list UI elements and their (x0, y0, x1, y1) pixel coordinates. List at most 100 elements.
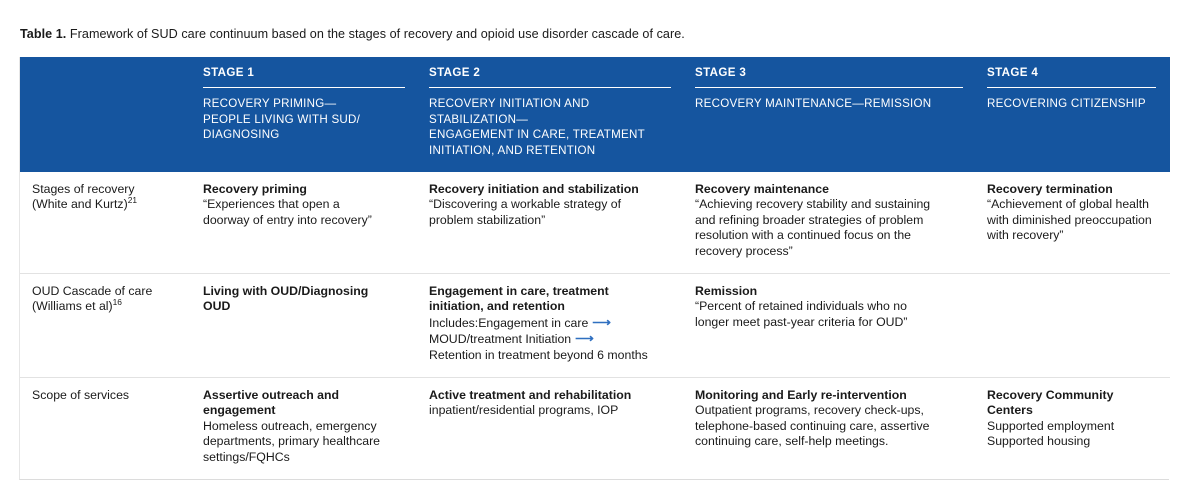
cell-r3-stage-3: Monitoring and Early re-intervention Out… (685, 377, 977, 480)
right-arrow-icon: ⟶ (592, 314, 611, 330)
cell-heading-line: Recovery Community (987, 388, 1114, 403)
framework-table: STAGE 1 RECOVERY PRIMING— PEOPLE LIVING … (20, 57, 1170, 480)
cell-body: Outpatient programs, recovery check-ups,… (695, 403, 961, 449)
stage-2-title-line: ENGAGEMENT IN CARE, TREATMENT (429, 128, 645, 141)
cell-body: “Discovering a workable strategy of prob… (429, 197, 669, 228)
cell-heading-line: Living with OUD/Diagnosing (203, 284, 369, 299)
cell-r3-stage-4: Recovery Community Centers Supported emp… (977, 377, 1170, 480)
cell-body: inpatient/residential programs, IOP (429, 403, 669, 418)
cell-body-line: doorway of entry into recovery” (203, 212, 372, 227)
cell-heading: Monitoring and Early re-intervention (695, 388, 907, 403)
stage-3-label: STAGE 3 (695, 66, 747, 79)
header-stage-2-inner: STAGE 2 RECOVERY INITIATION AND STABILIZ… (419, 57, 685, 172)
cell-heading-line: initiation, and retention (429, 299, 565, 314)
header-cell-stage-4: STAGE 4 RECOVERING CITIZENSHIP (977, 57, 1170, 172)
cell-body-line: “Discovering a workable strategy of (429, 197, 622, 212)
table-row: Scope of services Assertive outreach and… (20, 377, 1170, 480)
cell-body-line: and refining broader strategies of probl… (695, 212, 924, 227)
header-corner-cell (20, 57, 193, 172)
cell-heading: Recovery priming (203, 182, 307, 196)
cell-heading-line: engagement (203, 403, 276, 418)
cell-body-line: Includes:Engagement in care⟶ (429, 314, 669, 331)
header-stage-3-inner: STAGE 3 RECOVERY MAINTENANCE—REMISSION (685, 57, 977, 167)
row-label-line-2: (Williams et al)16 (32, 297, 177, 314)
cell-body-line-text: MOUD/treatment Initiation (429, 332, 572, 347)
row-label-line-1: Scope of services (32, 388, 130, 403)
stage-2-title-line: INITIATION, AND RETENTION (429, 143, 596, 157)
stage-1-title-line: DIAGNOSING (203, 128, 280, 141)
cell-heading-line: Engagement in care, treatment (429, 284, 609, 299)
cell-r1-stage-1: Recovery priming “Experiences that open … (193, 172, 419, 274)
row-label-reference: 16 (112, 297, 122, 308)
cell-heading: Engagement in care, treatment initiation… (429, 284, 669, 315)
stage-3-title: RECOVERY MAINTENANCE—REMISSION (695, 96, 963, 112)
table-caption: Table 1. Framework of SUD care continuum… (20, 26, 685, 42)
caption-text: Framework of SUD care continuum based on… (69, 27, 685, 41)
row-label-line-2-text: (White and Kurtz) (32, 197, 128, 212)
caption-label: Table 1. (20, 27, 67, 41)
stage-1-title-line: RECOVERY PRIMING— (203, 97, 337, 110)
cell-body-line: “Experiences that open a (203, 197, 340, 212)
cell-body: Homeless outreach, emergency departments… (203, 419, 403, 465)
cell-r2-stage-4 (977, 273, 1170, 378)
cell-r3-stage-2: Active treatment and rehabilitation inpa… (419, 377, 685, 480)
cell-body-line: departments, primary healthcare (203, 434, 381, 449)
cell-body-line: Retention in treatment beyond 6 months (429, 347, 648, 362)
cell-body: “Experiences that open a doorway of entr… (203, 197, 403, 228)
cell-r1-stage-4: Recovery termination “Achievement of glo… (977, 172, 1170, 274)
row-label-reference: 21 (127, 195, 138, 206)
stage-2-title-line: STABILIZATION— (429, 112, 529, 126)
header-cell-stage-3: STAGE 3 RECOVERY MAINTENANCE—REMISSION (685, 57, 977, 172)
row-label-oud-cascade-of-care: OUD Cascade of care (Williams et al)16 (20, 273, 193, 378)
cell-body-line: Supported housing (987, 434, 1091, 449)
cell-heading: Recovery initiation and stabilization (429, 182, 639, 196)
cell-body-line: “Achieving recovery stability and sustai… (695, 197, 931, 212)
row-label-line-1: OUD Cascade of care (32, 284, 153, 299)
cell-r2-stage-1: Living with OUD/Diagnosing OUD (193, 273, 419, 378)
header-stage-4-inner: STAGE 4 RECOVERING CITIZENSHIP (977, 57, 1170, 167)
cell-heading-line: OUD (203, 299, 231, 314)
cell-body-line-text: Includes:Engagement in care (429, 315, 589, 330)
framework-table-wrapper: STAGE 1 RECOVERY PRIMING— PEOPLE LIVING … (19, 57, 1170, 480)
stage-4-rule (987, 87, 1156, 88)
cell-heading: Remission (695, 284, 758, 299)
row-label-line-1: Stages of recovery (32, 182, 135, 196)
stage-2-label: STAGE 2 (429, 66, 481, 79)
cell-r3-stage-1: Assertive outreach and engagement Homele… (193, 377, 419, 480)
cell-body-line: longer meet past-year criteria for OUD” (695, 314, 908, 329)
cell-body-line: “Percent of retained individuals who no (695, 299, 907, 314)
cell-heading: Active treatment and rehabilitation (429, 388, 632, 403)
cell-body: Supported employment Supported housing (987, 419, 1154, 450)
cell-heading-line: Centers (987, 403, 1033, 418)
cell-r1-stage-3: Recovery maintenance “Achieving recovery… (685, 172, 977, 274)
stage-2-title-line: RECOVERY INITIATION AND (429, 97, 590, 110)
table-row: OUD Cascade of care (Williams et al)16 L… (20, 273, 1170, 378)
stage-4-title: RECOVERING CITIZENSHIP (987, 96, 1156, 112)
cell-body: “Achieving recovery stability and sustai… (695, 197, 961, 259)
stage-2-rule (429, 87, 671, 88)
cell-r2-stage-2: Engagement in care, treatment initiation… (419, 273, 685, 378)
cell-body-line: “Achievement of global health (987, 197, 1150, 212)
header-cell-stage-1: STAGE 1 RECOVERY PRIMING— PEOPLE LIVING … (193, 57, 419, 172)
cell-heading: Recovery Community Centers (987, 388, 1154, 419)
stage-1-label: STAGE 1 (203, 66, 255, 79)
stage-3-rule (695, 87, 963, 88)
row-label-line-2: (White and Kurtz)21 (32, 195, 177, 212)
cell-heading: Assertive outreach and engagement (203, 388, 403, 419)
cell-body-line: resolution with a continued focus on the (695, 228, 912, 243)
cell-body: Includes:Engagement in care⟶ MOUD/treatm… (429, 314, 669, 363)
cell-body: “Achievement of global health with dimin… (987, 197, 1154, 243)
cell-body-line: Homeless outreach, emergency (203, 418, 377, 433)
stage-1-rule (203, 87, 405, 88)
cell-body-line: Outpatient programs, recovery check-ups, (695, 403, 924, 418)
right-arrow-icon: ⟶ (575, 330, 594, 346)
cell-body-line: Supported employment (987, 418, 1115, 433)
cell-heading: Living with OUD/Diagnosing OUD (203, 284, 403, 315)
row-label-line-2-text: (Williams et al) (32, 299, 113, 314)
cell-body-line: with diminished preoccupation (987, 212, 1152, 227)
header-corner-inner (20, 57, 193, 167)
table-body: Stages of recovery (White and Kurtz)21 R… (20, 172, 1170, 480)
row-label-scope-of-services: Scope of services (20, 377, 193, 480)
stage-1-title: RECOVERY PRIMING— PEOPLE LIVING WITH SUD… (203, 96, 405, 143)
table-row: Stages of recovery (White and Kurtz)21 R… (20, 172, 1170, 274)
